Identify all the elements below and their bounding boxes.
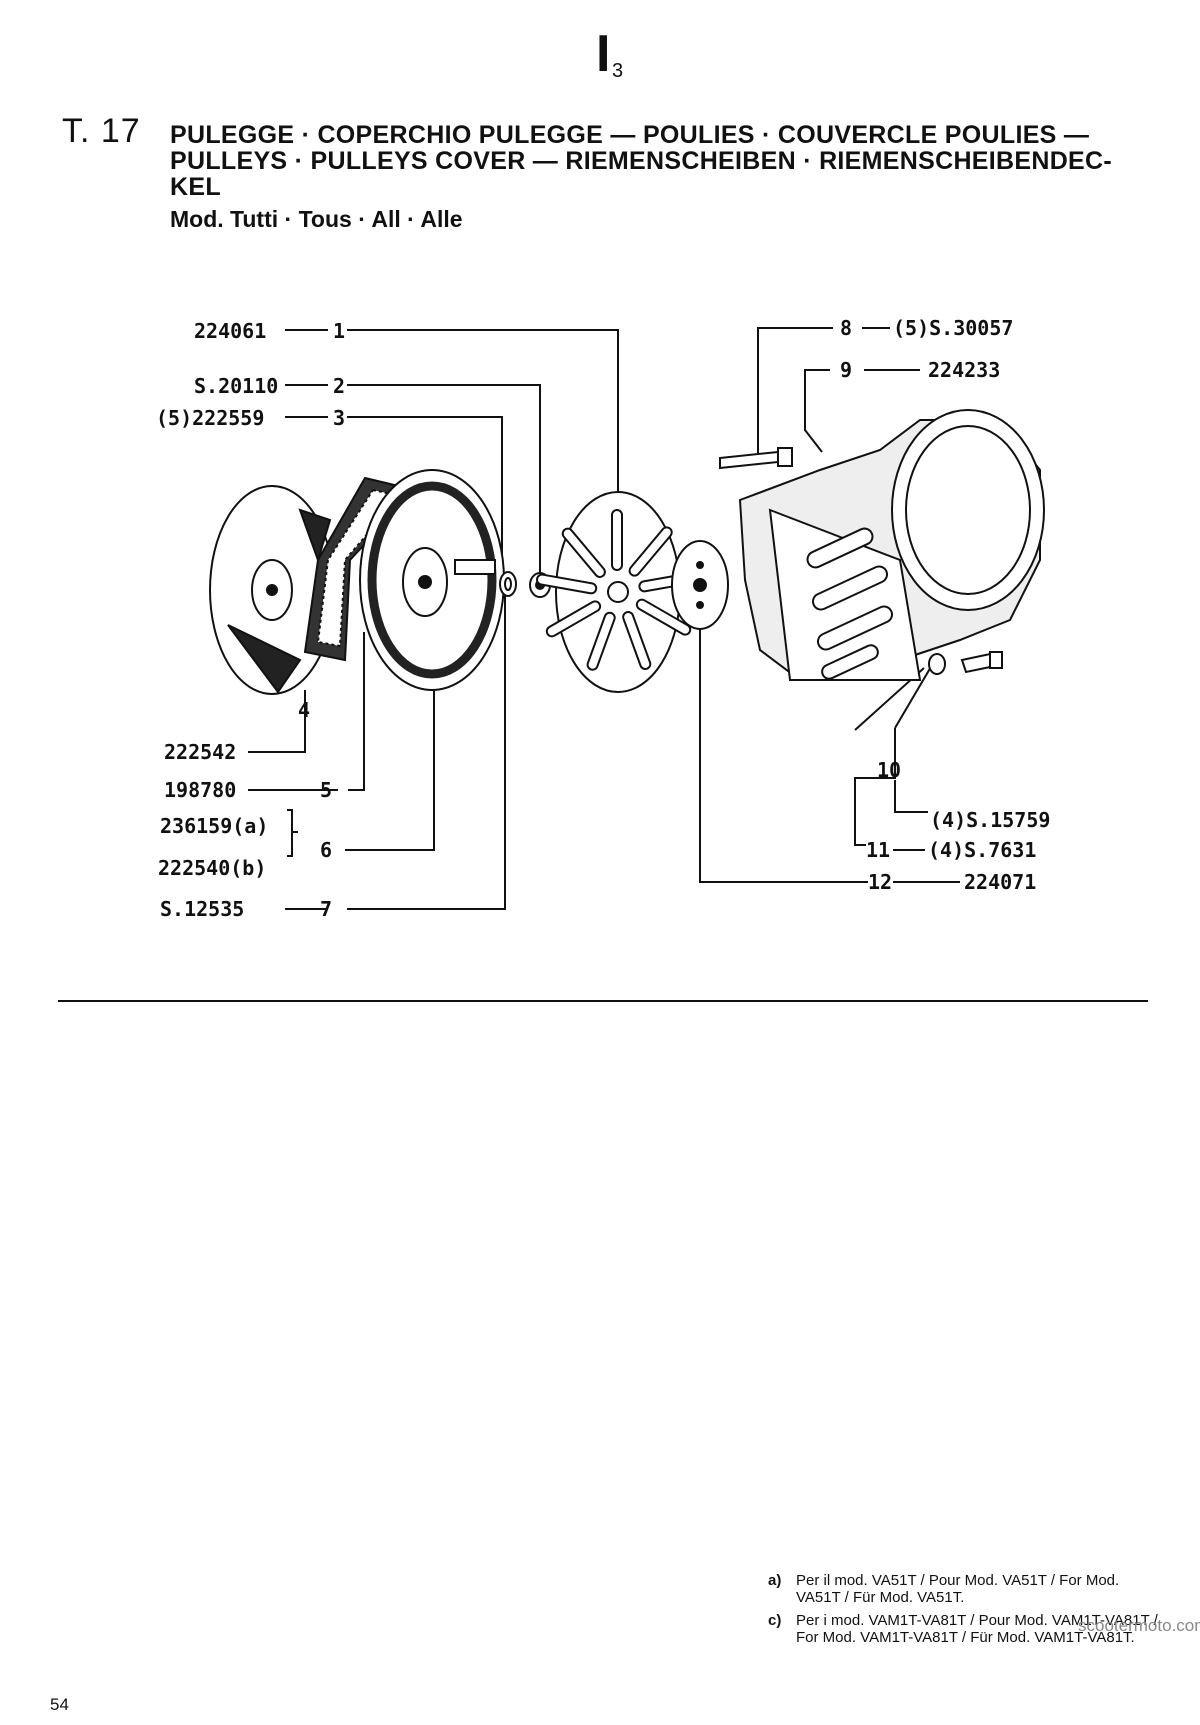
part-code: 198780 (164, 778, 237, 802)
part-ref: 8 (840, 316, 853, 340)
page-title: PULEGGE · COPERCHIO PULEGGE — POULIES · … (170, 122, 1150, 200)
washer (928, 653, 946, 675)
part-ref: 2 (333, 374, 346, 398)
part-ref: 6 (320, 838, 333, 862)
section-letter: I (596, 25, 611, 83)
part-code: 236159(a) (160, 814, 269, 838)
flange-plate (671, 540, 729, 630)
part-code: (4)S.15759 (930, 808, 1051, 832)
part-ref: 4 (298, 698, 311, 722)
section-subscript: 3 (612, 60, 624, 82)
part-ref: 5 (320, 778, 333, 802)
part-ref: 9 (840, 358, 853, 382)
part-code: 222542 (164, 740, 237, 764)
part-code: 224071 (964, 870, 1037, 894)
footnote: c) Per i mod. VAM1T-VA81T / Pour Mod. VAM… (768, 1612, 1168, 1646)
part-ref: 3 (333, 406, 346, 430)
pulley-fan-cover (535, 491, 700, 693)
part-ref: 12 (868, 870, 893, 894)
section-divider (58, 1000, 1148, 1002)
part-code: 222540(b) (158, 856, 267, 880)
footnote-text: Per il mod. VA51T / Pour Mod. VA51T / Fo… (796, 1572, 1120, 1606)
part-code: S.20110 (194, 374, 279, 398)
pulley-right (359, 469, 505, 691)
title-line: KEL (170, 173, 221, 201)
models-line: Mod. Tutti · Tous · All · Alle (170, 206, 463, 232)
part-code: (5)S.30057 (893, 316, 1014, 340)
part-code: 224233 (928, 358, 1001, 382)
part-code: (5)222559 (156, 406, 265, 430)
watermark: scootermoto.com (1078, 1616, 1200, 1635)
table-number: T. 17 (62, 112, 141, 150)
footnote-text: Per i mod. VAM1T-VA81T / Pour Mod. VAM1T… (796, 1612, 1158, 1646)
title-line: PULEGGE · COPERCHIO PULEGGE — POULIES · … (170, 121, 1090, 149)
pulley-left (209, 485, 335, 695)
part-ref: 10 (877, 758, 902, 782)
footnote-key: c) (768, 1612, 782, 1629)
footnote-key: a) (768, 1572, 782, 1589)
part-code: (4)S.7631 (928, 838, 1037, 862)
part-ref: 1 (333, 319, 346, 343)
screw (719, 447, 793, 470)
part-code: 224061 (194, 319, 267, 343)
title-line: PULLEYS · PULLEYS COVER — RIEMENSCHEIBEN… (170, 147, 1113, 175)
page-number: 54 (50, 1695, 69, 1714)
part-code: S.12535 (160, 897, 245, 921)
part-ref: 7 (320, 897, 333, 921)
footnote: a) Per il mod. VA51T / Pour Mod. VA51T / … (768, 1572, 1168, 1606)
pulleys-cover-housing (738, 409, 1045, 682)
part-ref: 11 (866, 838, 891, 862)
